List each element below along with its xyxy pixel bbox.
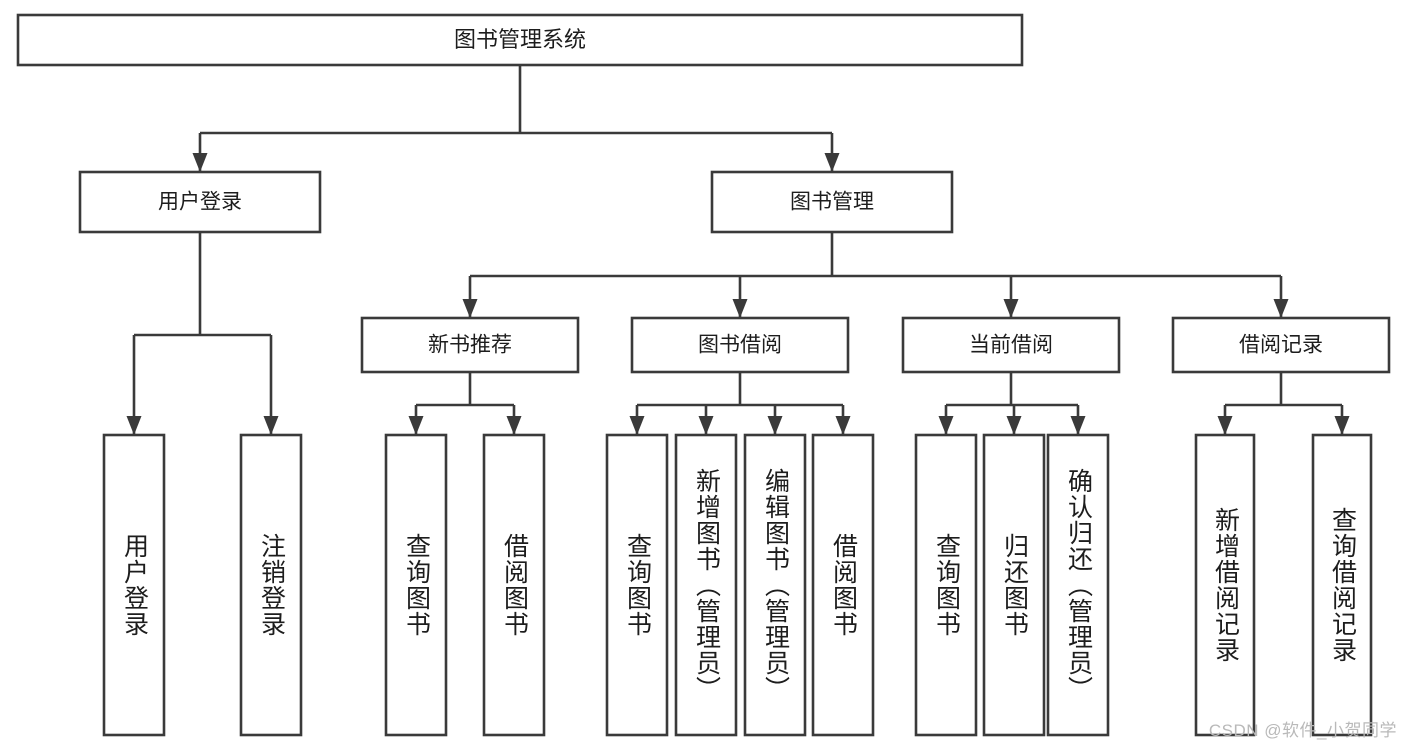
leaf-node-box-8[interactable] (914, 433, 978, 737)
csdn-watermark: CSDN @软件_小贺同学 (1208, 721, 1397, 740)
arrow-head-icon (938, 416, 954, 435)
connector-lines (126, 65, 1350, 435)
arrow-head-icon (1006, 416, 1022, 435)
arrow-head-icon (1003, 299, 1019, 318)
arrow-head-icon (1273, 299, 1289, 318)
arrow-head-icon (408, 416, 424, 435)
level3-node-label-1: 图书借阅 (698, 334, 782, 357)
level2-node-label-0: 用户登录 (158, 191, 242, 214)
level3-node-box-2[interactable] (901, 316, 1121, 374)
leaf-node-box-1[interactable] (239, 433, 303, 737)
root-node-label: 图书管理系统 (454, 27, 586, 52)
level3-node-label-3: 借阅记录 (1239, 334, 1323, 357)
arrow-head-icon (462, 299, 478, 318)
arrow-head-icon (1217, 416, 1233, 435)
level3-node-label-2: 当前借阅 (969, 334, 1053, 357)
level3-node-box-0[interactable] (360, 316, 580, 374)
level3-node-box-1[interactable] (630, 316, 850, 374)
leaf-node-box-11[interactable] (1194, 433, 1256, 737)
level2-node-box-1[interactable] (710, 170, 954, 234)
arrow-head-icon (126, 416, 142, 435)
arrow-head-icon (1334, 416, 1350, 435)
arrow-head-icon (192, 153, 208, 172)
arrow-head-icon (506, 416, 522, 435)
leaf-node-box-0[interactable] (102, 433, 166, 737)
leaf-node-box-4[interactable] (605, 433, 669, 737)
leaf-node-box-12[interactable] (1311, 433, 1373, 737)
root-node-box[interactable] (16, 13, 1024, 67)
arrow-head-icon (767, 416, 783, 435)
leaf-node-box-3[interactable] (482, 433, 546, 737)
arrow-head-icon (629, 416, 645, 435)
leaf-node-box-2[interactable] (384, 433, 448, 737)
leaf-node-box-9[interactable] (982, 433, 1046, 737)
arrow-head-icon (835, 416, 851, 435)
leaf-node-box-10[interactable] (1046, 433, 1110, 737)
leaf-node-box-7[interactable] (811, 433, 875, 737)
arrow-head-icon (1070, 416, 1086, 435)
arrow-head-icon (698, 416, 714, 435)
level3-node-box-3[interactable] (1171, 316, 1391, 374)
node-boxes (16, 13, 1391, 737)
arrow-head-icon (824, 153, 840, 172)
arrow-head-icon (263, 416, 279, 435)
leaf-node-box-5[interactable] (674, 433, 738, 737)
level2-node-label-1: 图书管理 (790, 191, 874, 214)
arrow-head-icon (732, 299, 748, 318)
level2-node-box-0[interactable] (78, 170, 322, 234)
leaf-node-box-6[interactable] (743, 433, 807, 737)
level3-node-label-0: 新书推荐 (428, 334, 512, 357)
